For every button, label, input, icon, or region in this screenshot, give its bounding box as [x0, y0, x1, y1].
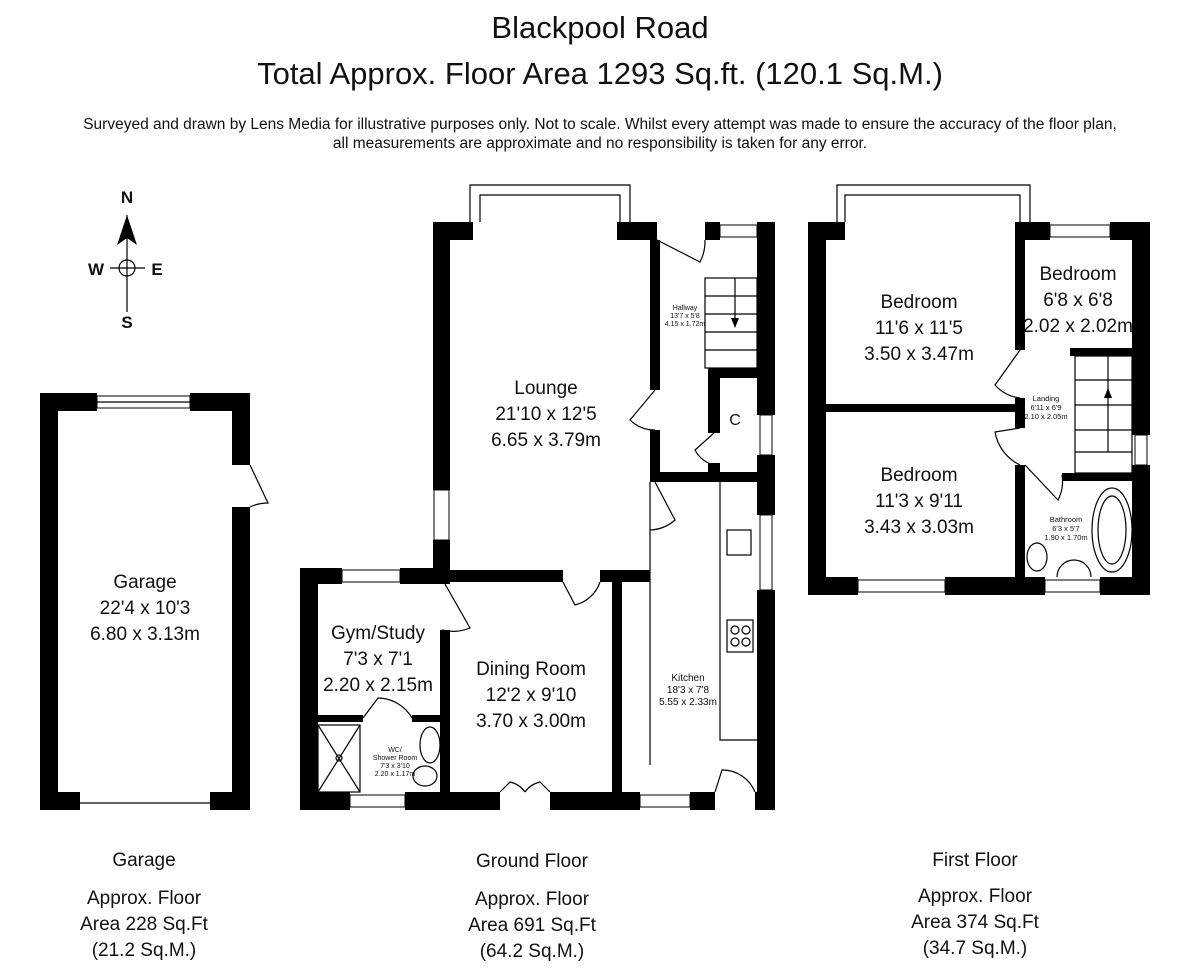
svg-text:Kitchen: Kitchen — [671, 673, 704, 684]
svg-text:2.10 x 2.05m: 2.10 x 2.05m — [1024, 412, 1067, 421]
room-name: Bedroom — [1039, 264, 1117, 285]
floor-area-line: Approx. Floor — [917, 886, 1033, 907]
garage-label: Garage 22'4 x 10'3 6.80 x 3.13m — [45, 570, 245, 648]
svg-text:2.20 x 1.17m: 2.20 x 1.17m — [375, 771, 416, 778]
lounge-label: Lounge 21'10 x 12'5 6.65 x 3.79m — [446, 376, 646, 454]
gym-study-label: Gym/Study 7'3 x 7'1 2.20 x 2.15m — [278, 621, 478, 699]
floor-name: Ground Floor — [476, 851, 588, 872]
compass-w: W — [88, 260, 105, 279]
room-name: Bedroom — [880, 292, 958, 313]
floor-summary-first: First Floor Approx. Floor Area 374 Sq.Ft… — [875, 848, 1075, 962]
floor-area-line: Area 374 Sq.Ft — [911, 912, 1039, 933]
svg-text:13'7 x 5'8: 13'7 x 5'8 — [670, 313, 700, 320]
svg-text:4.15 x 1.72m: 4.15 x 1.72m — [665, 321, 706, 328]
total-area: Total Approx. Floor Area 1293 Sq.ft. (12… — [257, 56, 943, 91]
sink-icon — [726, 529, 752, 556]
disclaimer-line-1: Surveyed and drawn by Lens Media for ill… — [83, 116, 1117, 133]
room-imperial: 6'8 x 6'8 — [1043, 290, 1113, 311]
hob-icon — [726, 619, 754, 653]
compass-icon: N S E W — [88, 188, 163, 332]
room-metric: 3.70 x 3.00m — [476, 711, 586, 732]
floor-area-line: (34.7 Sq.M.) — [922, 938, 1028, 959]
svg-text:6'11 x 6'9: 6'11 x 6'9 — [1030, 403, 1061, 412]
compass-n: N — [121, 188, 133, 207]
floor-summary-garage: Garage Approx. Floor Area 228 Sq.Ft (21.… — [44, 848, 244, 964]
stairs-icon — [1074, 355, 1133, 474]
svg-text:WC/: WC/ — [388, 747, 402, 754]
room-metric: 2.20 x 2.15m — [323, 675, 433, 696]
floor-name: Garage — [112, 850, 176, 871]
floor-area-line: Approx. Floor — [474, 889, 590, 910]
room-metric: 6.80 x 3.13m — [90, 624, 200, 645]
svg-text:Shower Room: Shower Room — [373, 755, 418, 762]
compass-s: S — [121, 313, 132, 332]
toilet-icon — [1026, 542, 1048, 572]
room-metric: 3.50 x 3.47m — [864, 344, 974, 365]
bath-icon — [1091, 487, 1133, 573]
bathroom-label: Bathroom 6'3 x 5'7 1.90 x 1.70m — [1044, 515, 1087, 542]
floor-name: First Floor — [932, 850, 1018, 871]
room-metric: 6.65 x 3.79m — [491, 430, 601, 451]
landing-label: Landing 6'11 x 6'9 2.10 x 2.05m — [1024, 394, 1067, 421]
svg-text:Landing: Landing — [1033, 394, 1060, 403]
svg-text:18'3 x 7'8: 18'3 x 7'8 — [667, 685, 710, 696]
hallway-label: Hallway 13'7 x 5'8 4.15 x 1.72m — [665, 305, 706, 328]
room-name: Lounge — [514, 378, 578, 399]
floor-summary-ground: Ground Floor Approx. Floor Area 691 Sq.F… — [432, 849, 632, 965]
bedroom-1-label: Bedroom 11'6 x 11'5 3.50 x 3.47m — [819, 290, 1019, 368]
stairs-icon — [704, 277, 758, 369]
room-imperial: 7'3 x 7'1 — [343, 649, 413, 670]
svg-text:7'3 x 3'10: 7'3 x 3'10 — [380, 763, 410, 770]
compass-e: E — [151, 260, 162, 279]
bedroom-2-label: Bedroom 6'8 x 6'8 2.02 x 2.02m — [978, 262, 1178, 340]
floor-area-line: (64.2 Sq.M.) — [479, 941, 585, 962]
bedroom-3-label: Bedroom 11'3 x 9'11 3.43 x 3.03m — [819, 463, 1019, 541]
disclaimer: Surveyed and drawn by Lens Media for ill… — [0, 115, 1200, 153]
room-metric: 2.02 x 2.02m — [1023, 316, 1133, 337]
room-metric: 3.43 x 3.03m — [864, 517, 974, 538]
cupboard-label: C — [729, 412, 741, 429]
room-name: Bedroom — [880, 465, 958, 486]
plan-title: Blackpool Road — [491, 10, 709, 45]
room-imperial: 11'6 x 11'5 — [875, 318, 963, 339]
svg-text:Bathroom: Bathroom — [1050, 515, 1083, 524]
room-imperial: 22'4 x 10'3 — [99, 598, 191, 619]
svg-text:5.55 x 2.33m: 5.55 x 2.33m — [659, 697, 717, 708]
garage-walls — [40, 393, 269, 810]
room-imperial: 11'3 x 9'11 — [875, 491, 963, 512]
floor-area-line: Approx. Floor — [86, 888, 202, 909]
svg-text:6'3 x 5'7: 6'3 x 5'7 — [1052, 524, 1079, 533]
room-imperial: 12'2 x 9'10 — [485, 685, 577, 706]
ground-floor-walls — [300, 184, 775, 810]
first-floor-walls — [808, 184, 1150, 595]
wc-label: WC/ Shower Room 7'3 x 3'10 2.20 x 1.17m — [373, 747, 418, 778]
room-imperial: 21'10 x 12'5 — [495, 404, 597, 425]
basin-icon — [1056, 559, 1092, 578]
floor-area-line: Area 691 Sq.Ft — [468, 915, 596, 936]
room-name: Dining Room — [476, 659, 586, 680]
svg-text:Hallway: Hallway — [673, 305, 698, 312]
floor-area-line: Area 228 Sq.Ft — [80, 914, 208, 935]
svg-text:1.90 x 1.70m: 1.90 x 1.70m — [1044, 533, 1087, 542]
kitchen-label: Kitchen 18'3 x 7'8 5.55 x 2.33m — [659, 673, 717, 708]
disclaimer-line-2: all measurements are approximate and no … — [332, 135, 868, 152]
room-name: Garage — [113, 572, 177, 593]
dining-room-label: Dining Room 12'2 x 9'10 3.70 x 3.00m — [431, 657, 631, 735]
room-name: Gym/Study — [331, 623, 425, 644]
floor-area-line: (21.2 Sq.M.) — [91, 940, 197, 961]
